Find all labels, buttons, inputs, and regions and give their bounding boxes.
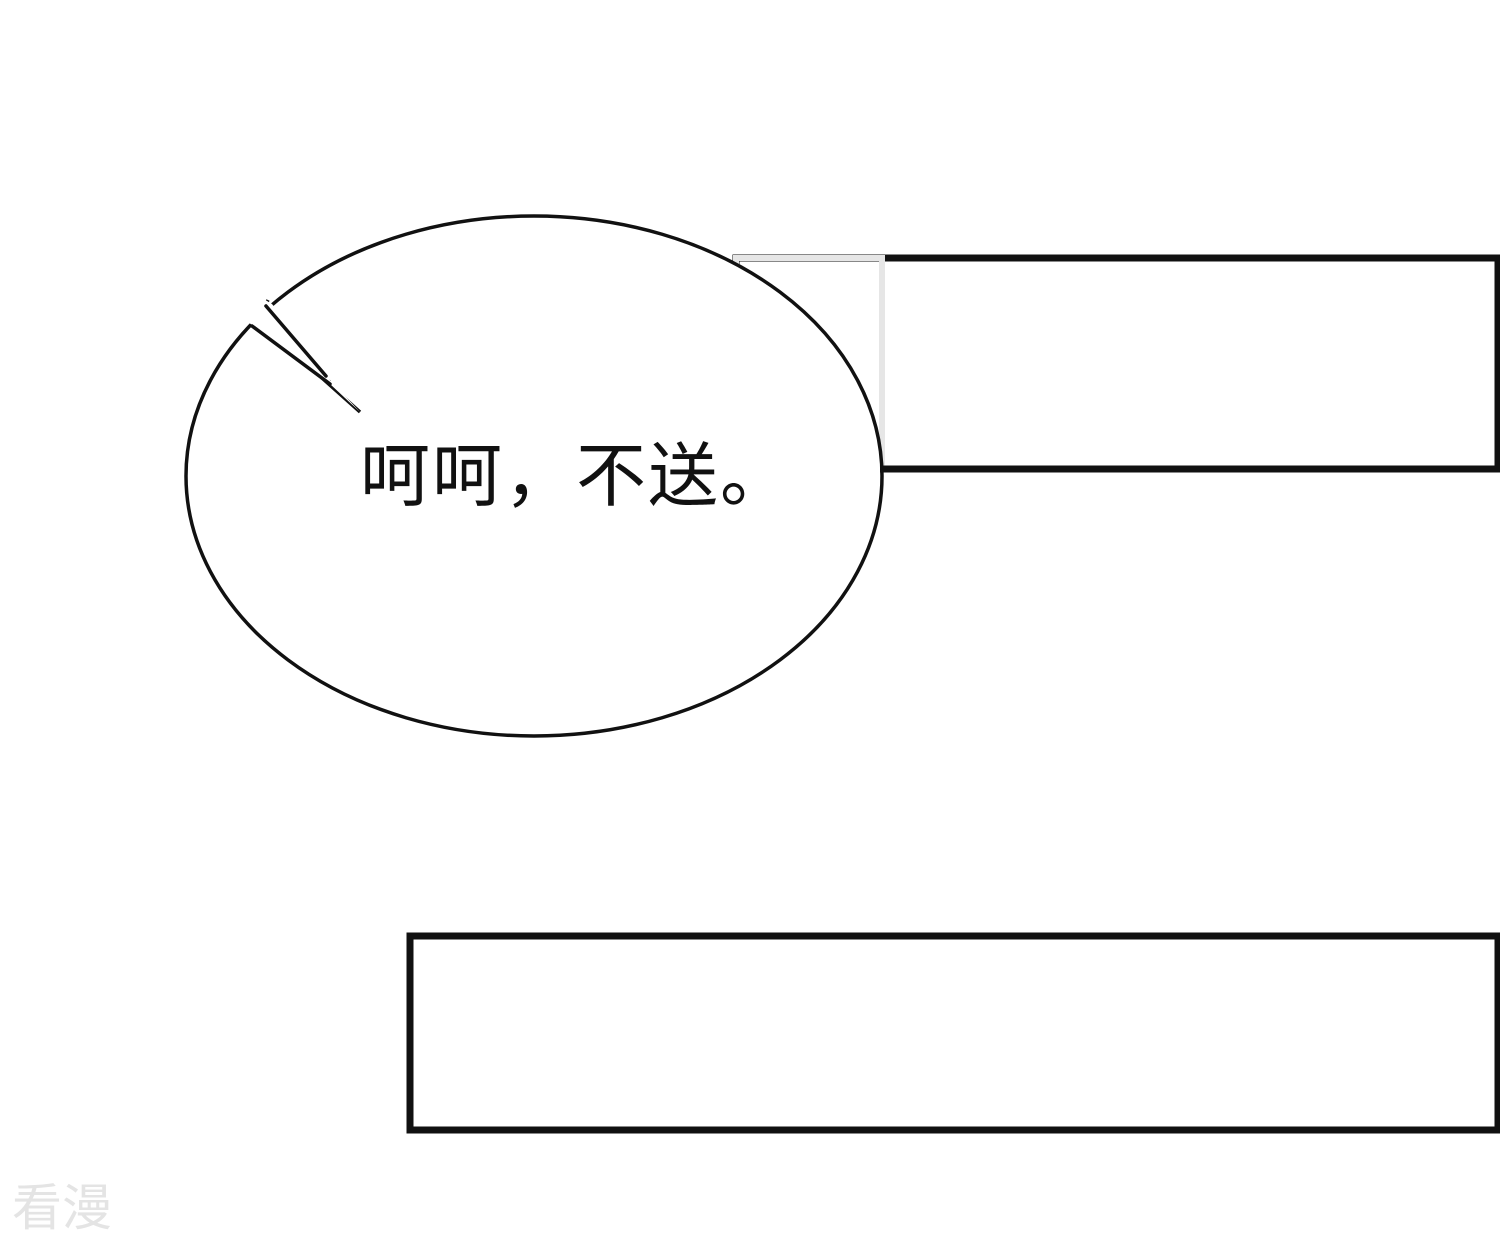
speech-bubble-tail-gap [248,298,360,412]
speech-bubble [184,214,884,738]
watermark-text: 看漫 [12,1179,112,1237]
caption-box-bottom [406,932,1500,1134]
speech-bubble-tail-outline [250,304,332,386]
speech-bubble-text: 呵呵，不送。 [360,435,792,517]
